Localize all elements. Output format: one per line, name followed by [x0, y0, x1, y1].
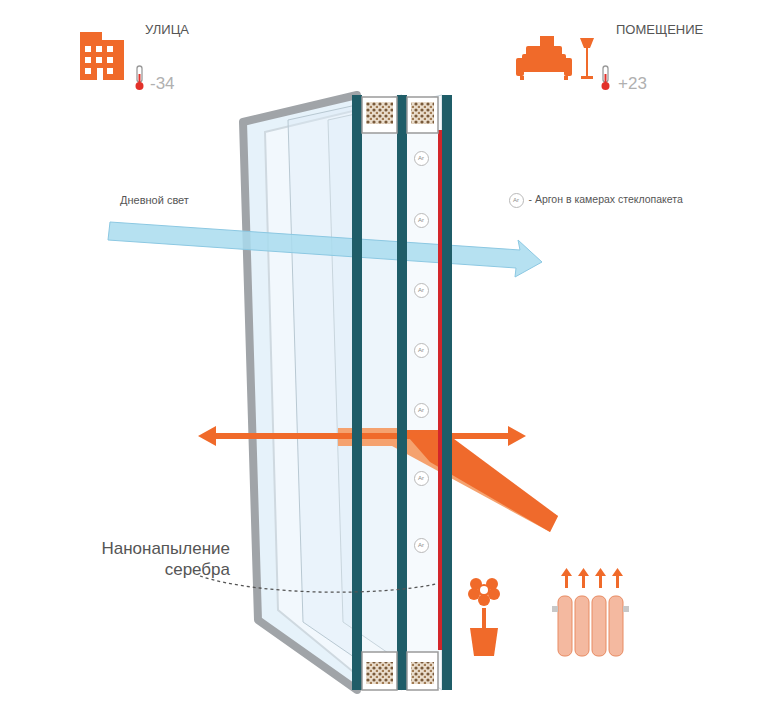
daylight-arrow [108, 222, 542, 277]
thermometer-icon [602, 66, 610, 90]
argon-circle: Ar [414, 151, 429, 166]
argon-symbol: Ar [418, 542, 424, 548]
argon-symbol: Ar [418, 287, 424, 293]
argon-symbol: Ar [418, 475, 424, 481]
glass-edges [352, 95, 452, 690]
argon-symbol: Ar [418, 155, 424, 161]
zone-title: ПОМЕЩЕНИЕ [616, 22, 703, 37]
coating-label: Нанонапыление серебра [100, 538, 230, 580]
thermometer-icon [136, 66, 144, 90]
sofa-lamp-icon [516, 36, 594, 80]
argon-circle: Ar [414, 538, 429, 553]
building-icon [80, 32, 124, 80]
argon-circle: Ar [414, 213, 429, 228]
zone-title: УЛИЦА [145, 22, 189, 37]
glass-panes [243, 95, 442, 690]
argon-circle: Ar [414, 283, 429, 298]
flower-icon [468, 578, 500, 656]
spacer-frame [362, 97, 438, 690]
argon-symbol: Ar [418, 217, 424, 223]
leader-line [200, 576, 436, 592]
legend-text: - Аргон в камерах стеклопакета [529, 193, 683, 205]
argon-circle: Ar [414, 343, 429, 358]
argon-circle: Ar [509, 193, 524, 208]
argon-circle: Ar [414, 403, 429, 418]
argon-symbol: Ar [418, 347, 424, 353]
temperature-value: +23 [618, 74, 647, 94]
light-label: Дневной свет [120, 194, 189, 206]
temperature-value: -34 [150, 74, 175, 94]
argon-symbol: Ar [418, 407, 424, 413]
radiator-icon [552, 568, 629, 656]
argon-circle: Ar [414, 471, 429, 486]
argon-symbol: Ar [513, 197, 519, 203]
